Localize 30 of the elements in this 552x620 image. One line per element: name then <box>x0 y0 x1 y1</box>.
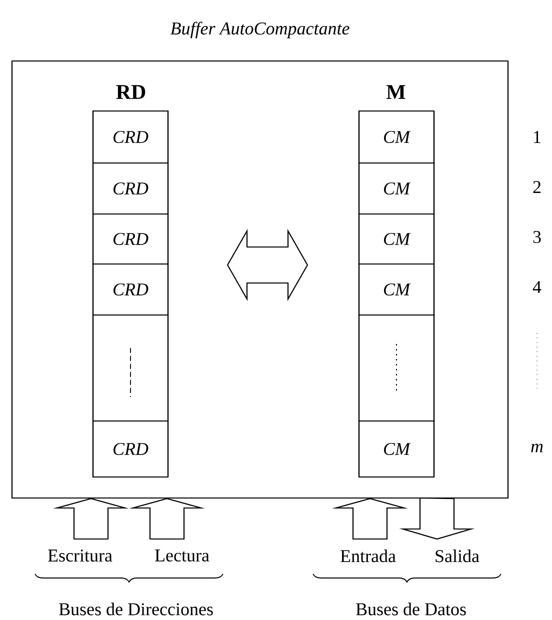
block-arrow <box>52 498 130 540</box>
row-number: 1 <box>534 131 540 143</box>
memory-cell <box>92 314 169 422</box>
memory-cell: CM <box>358 263 435 316</box>
row-number: 3 <box>533 230 541 244</box>
bus-label: Entrada <box>340 550 396 562</box>
memory-cell: CM <box>358 110 435 164</box>
block-arrow <box>399 497 475 540</box>
memory-cell: CM <box>358 213 435 265</box>
row-number: 2 <box>533 181 541 193</box>
column-heading: RD <box>116 85 146 99</box>
bus-label: Escritura <box>48 550 112 562</box>
memory-cell: CRD <box>92 213 169 265</box>
column-heading: M <box>386 85 406 99</box>
block-arrow <box>128 498 206 540</box>
bus-group-label: Buses de Direcciones <box>59 602 213 616</box>
bus-label: Salida <box>436 550 480 562</box>
memory-cell: CM <box>358 162 435 215</box>
row-number: 4 <box>532 281 542 293</box>
row-number: m <box>531 444 543 452</box>
memory-cell: CRD <box>92 263 169 316</box>
memory-cell <box>358 314 435 422</box>
memory-cell: CM <box>358 420 435 478</box>
memory-cell: CRD <box>92 110 169 164</box>
bus-label: Lectura <box>155 550 210 562</box>
memory-cell: CRD <box>92 420 169 478</box>
block-arrow <box>332 498 408 540</box>
bus-group-label: Buses de Datos <box>356 602 466 616</box>
title: Buffer AutoCompactante <box>170 22 350 38</box>
memory-cell: CRD <box>92 162 169 215</box>
